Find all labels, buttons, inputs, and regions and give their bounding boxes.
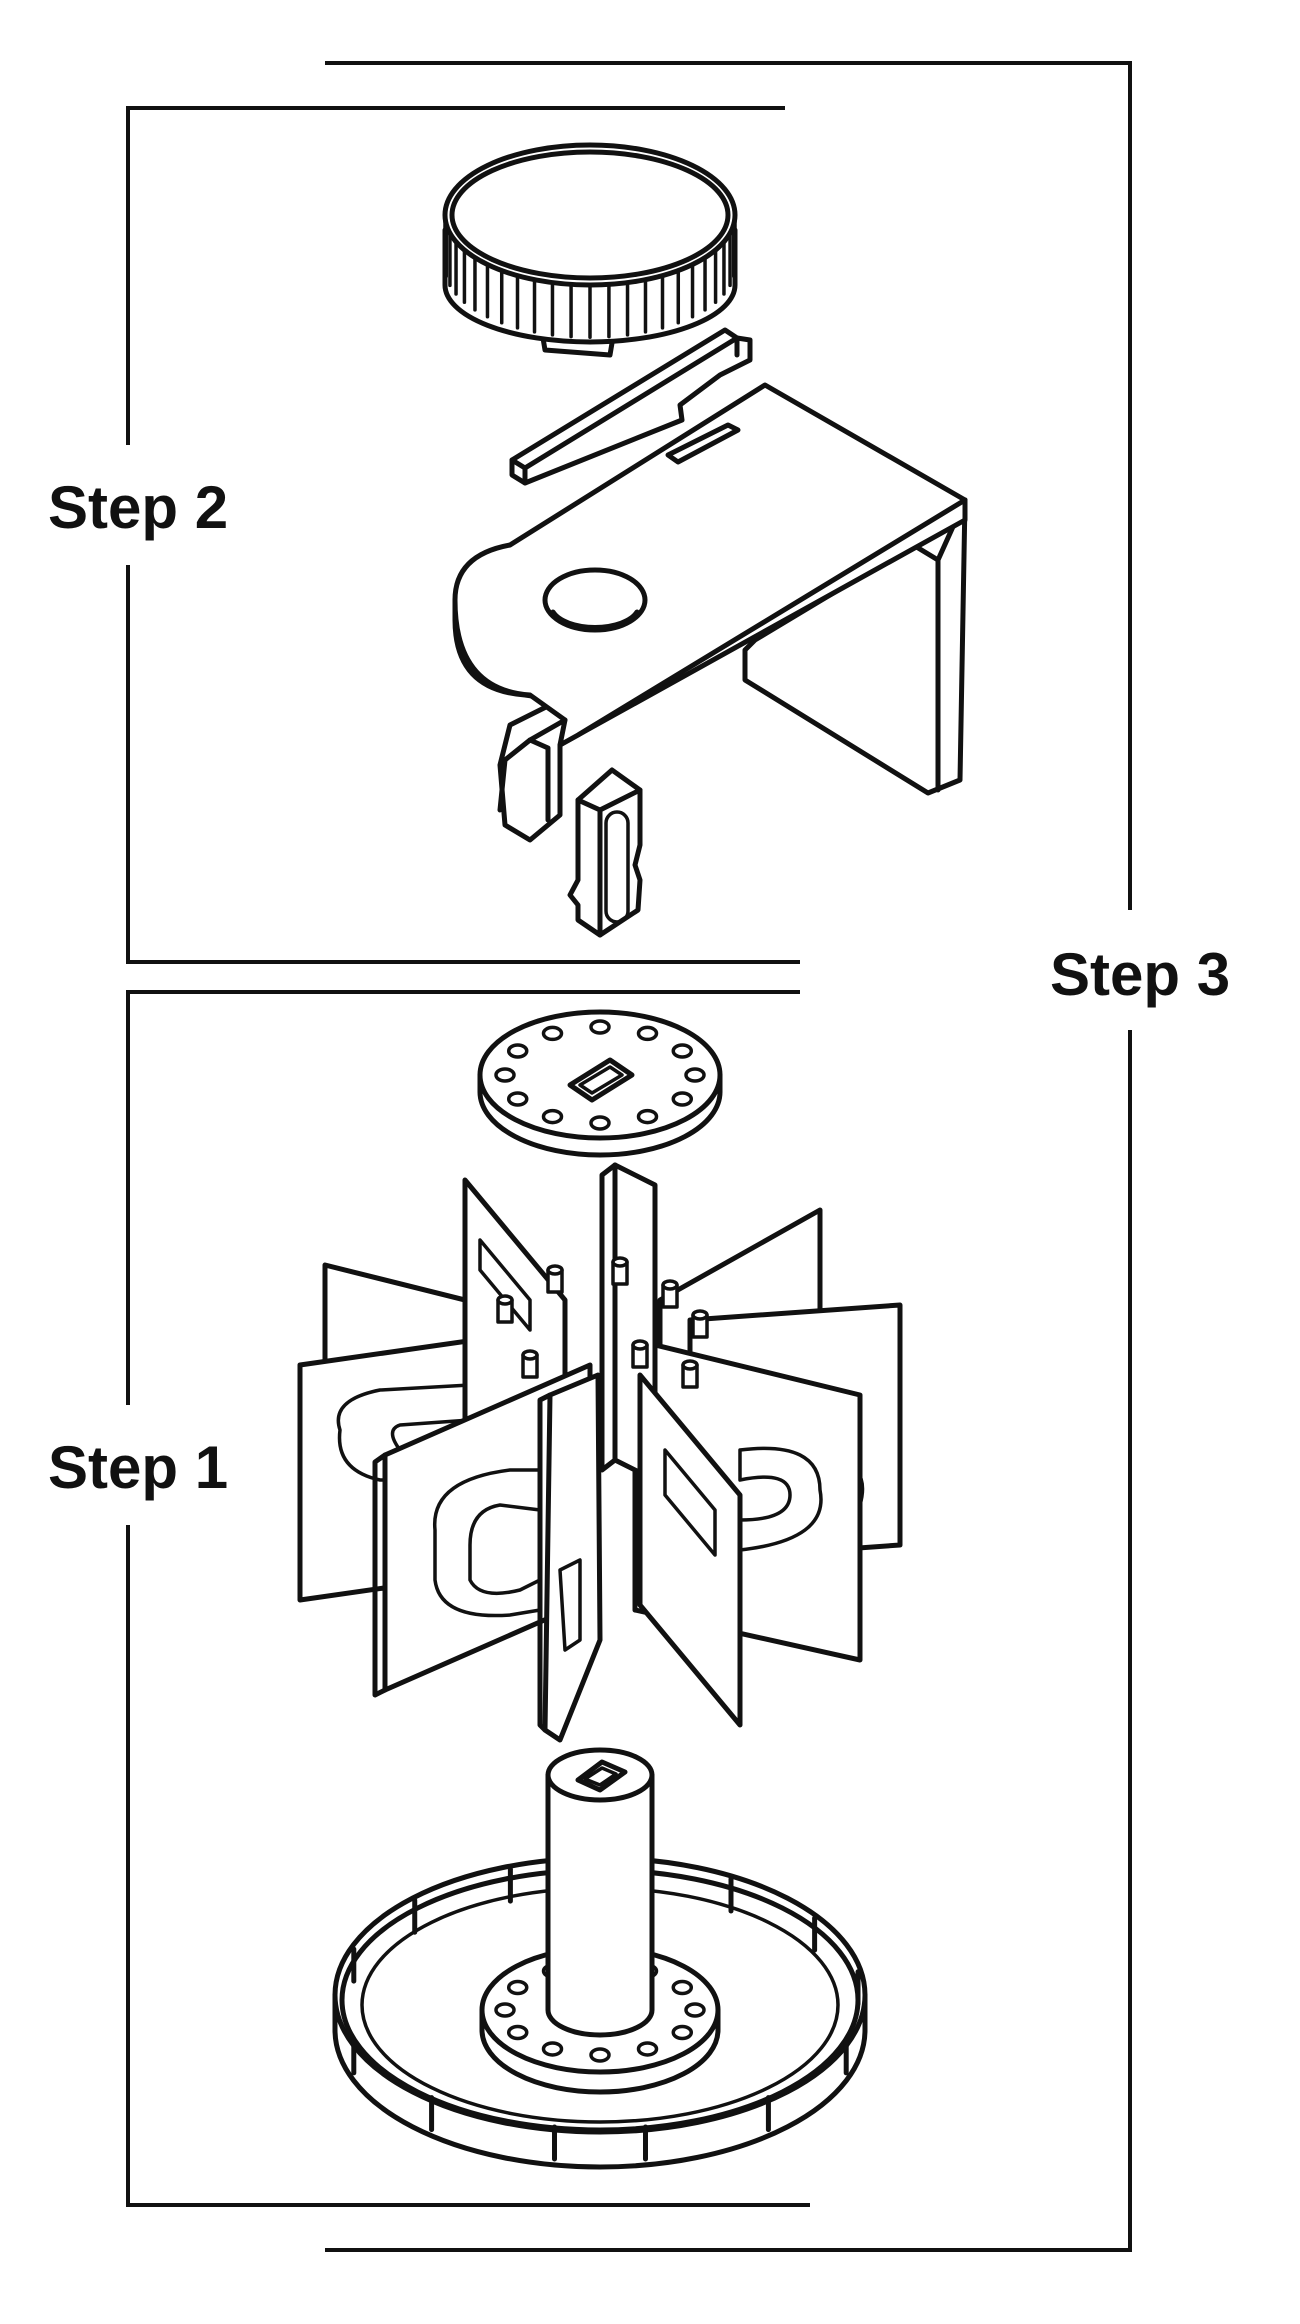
disc-hole <box>636 1108 659 1125</box>
hub-hole <box>671 1979 694 1996</box>
bracket-step-3 <box>325 61 1132 2252</box>
hub-hole <box>671 2024 694 2041</box>
blade-assembly <box>297 1162 903 1743</box>
disc-hole <box>541 1108 564 1125</box>
hub-hole <box>494 2002 516 2018</box>
disc-hole <box>494 1067 516 1083</box>
blade-pin-top <box>691 1309 709 1321</box>
clip <box>567 767 643 938</box>
disc-hole <box>589 1019 611 1035</box>
hub-hole <box>506 1979 529 1996</box>
hub-hole <box>541 2041 564 2057</box>
hub-hole <box>636 2041 659 2057</box>
base-with-column <box>332 1747 868 2170</box>
l-bracket <box>452 382 968 843</box>
step-2-label: Step 2 <box>48 474 228 541</box>
disc-hole <box>506 1091 529 1107</box>
blade-pin-top <box>611 1256 629 1268</box>
disc-hole <box>671 1091 694 1107</box>
disc-hole <box>671 1043 694 1059</box>
step-3-label: Step 3 <box>1050 941 1230 1008</box>
disc-hole <box>684 1067 706 1083</box>
disc-hole <box>636 1025 659 1042</box>
step-1-label: Step 1 <box>48 1434 228 1501</box>
blade-pin-top <box>661 1279 679 1291</box>
knurled-knob <box>442 142 738 358</box>
bracket-step-1 <box>126 990 810 2207</box>
blade-pin-top <box>631 1339 649 1351</box>
hub-hole <box>589 2047 611 2063</box>
disc-hole <box>589 1115 611 1131</box>
blade-pin-top <box>521 1349 539 1361</box>
top-disc <box>477 1009 723 1158</box>
hub-hole <box>684 2002 706 2018</box>
disc-hole <box>541 1025 564 1042</box>
slider-bar <box>509 327 753 486</box>
blade-pin-top <box>496 1294 514 1306</box>
hub-hole <box>506 2024 529 2041</box>
blade-pin-top <box>681 1359 699 1371</box>
disc-hole <box>506 1043 529 1059</box>
blade-pin-top <box>546 1264 564 1276</box>
bracket-step-2 <box>126 106 800 964</box>
